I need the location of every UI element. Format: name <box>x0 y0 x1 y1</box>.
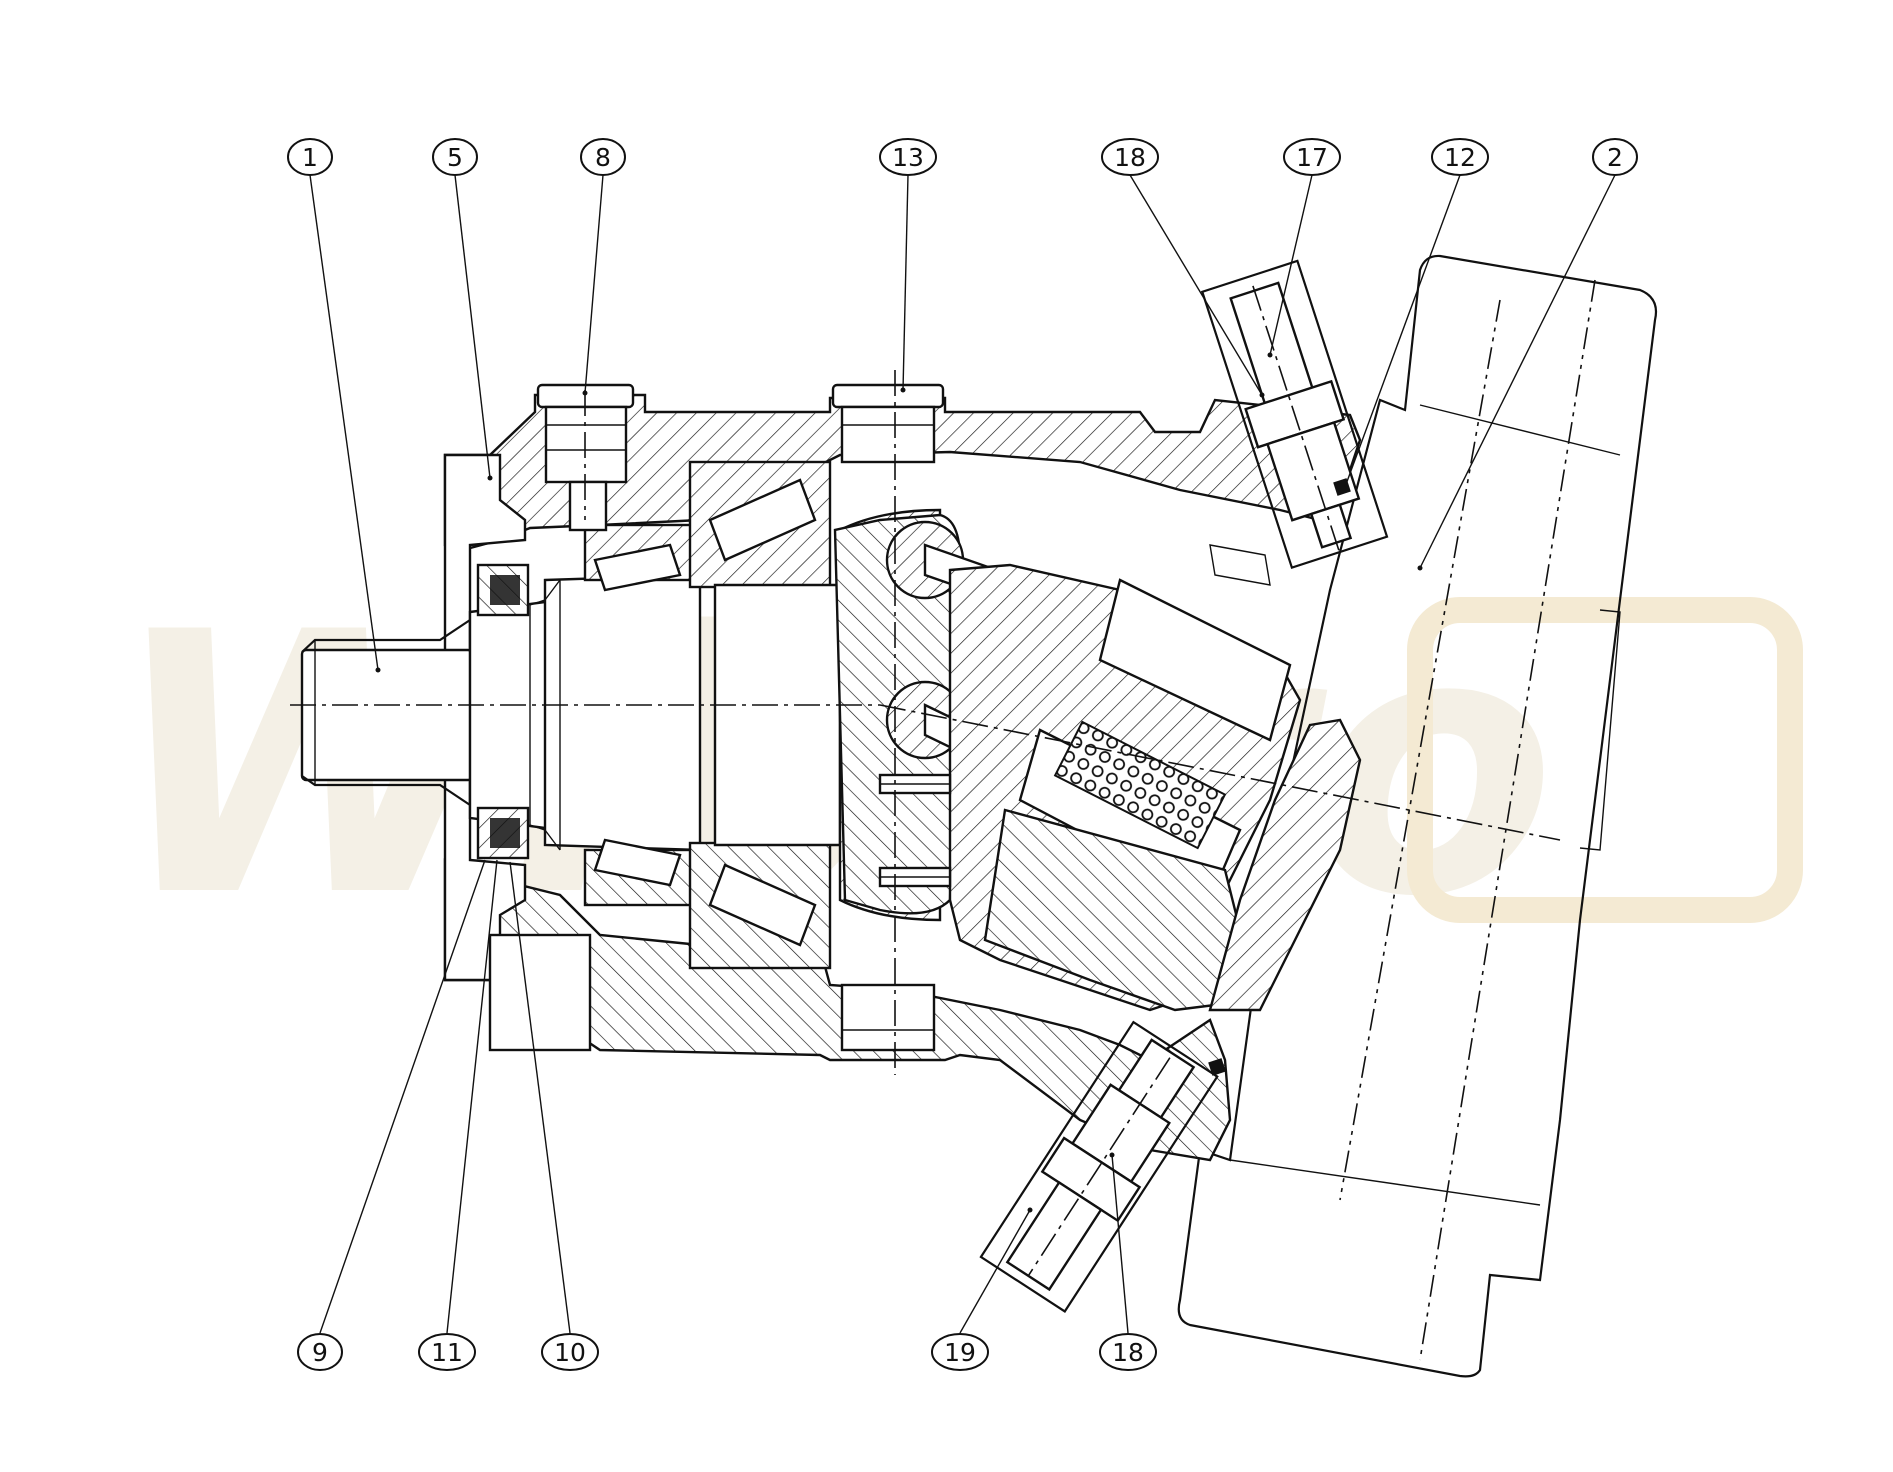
flange-foot <box>488 933 592 1052</box>
callout-12-label: 12 <box>1444 143 1476 172</box>
adjusting-screw-top <box>1200 259 1389 570</box>
leader-lines <box>309 174 1616 1334</box>
callout-17: 17 <box>1283 138 1341 176</box>
callout-13-label: 13 <box>892 143 924 172</box>
drain-port-13 <box>831 383 945 464</box>
callout-18-top: 18 <box>1101 138 1159 176</box>
callout-10-label: 10 <box>554 1338 586 1367</box>
callouts-top: 1 5 8 13 18 17 12 2 <box>287 138 1638 176</box>
callout-9-label: 9 <box>312 1338 328 1367</box>
callout-9: 9 <box>297 1333 343 1371</box>
callout-5: 5 <box>432 138 478 176</box>
callout-17-label: 17 <box>1296 143 1328 172</box>
return-spring <box>1053 720 1227 850</box>
callout-1-label: 1 <box>302 143 318 172</box>
seal-ring-bottom <box>1208 1058 1226 1076</box>
front-bearing-lower <box>583 838 717 907</box>
callout-18-bottom: 18 <box>1099 1333 1157 1371</box>
drain-port-8 <box>536 383 635 532</box>
callout-19-label: 19 <box>944 1338 976 1367</box>
callout-11: 11 <box>418 1333 476 1371</box>
output-shaft <box>300 598 562 832</box>
housing-lower <box>443 858 1232 1162</box>
front-bearing-upper <box>583 523 717 592</box>
callout-18-bottom-label: 18 <box>1112 1338 1144 1367</box>
callout-10: 10 <box>541 1333 599 1371</box>
callout-1: 1 <box>287 138 333 176</box>
callout-8: 8 <box>580 138 626 176</box>
callout-2-label: 2 <box>1607 143 1623 172</box>
cylinder-block-lower <box>983 808 1242 1012</box>
motor-drawing <box>290 254 1658 1378</box>
shaft-seal <box>476 563 530 860</box>
main-shaft <box>543 573 702 852</box>
callout-5-label: 5 <box>447 143 463 172</box>
drain-port-13-lower <box>840 983 936 1052</box>
leader-dots <box>375 352 1423 1213</box>
rear-bearing-upper <box>688 460 832 589</box>
callout-2: 2 <box>1592 138 1638 176</box>
cylinder-bore-upper <box>1098 578 1292 742</box>
callouts-bottom: 9 11 10 19 18 <box>297 1333 1157 1371</box>
tilt-centerline <box>879 704 1561 841</box>
callout-19: 19 <box>931 1333 989 1371</box>
callout-18-top-label: 18 <box>1114 143 1146 172</box>
end-cover-outline <box>1177 254 1658 1378</box>
locating-pins <box>878 773 952 888</box>
adjusting-screw-bottom <box>979 1020 1219 1313</box>
vent-detail <box>1209 544 1271 586</box>
callout-11-label: 11 <box>431 1338 463 1367</box>
callout-8-label: 8 <box>595 143 611 172</box>
callout-12: 12 <box>1431 138 1489 176</box>
callout-13: 13 <box>879 138 937 176</box>
rear-bearing-lower <box>688 841 832 970</box>
drive-flange <box>713 583 842 847</box>
valve-plate <box>1208 718 1362 1012</box>
